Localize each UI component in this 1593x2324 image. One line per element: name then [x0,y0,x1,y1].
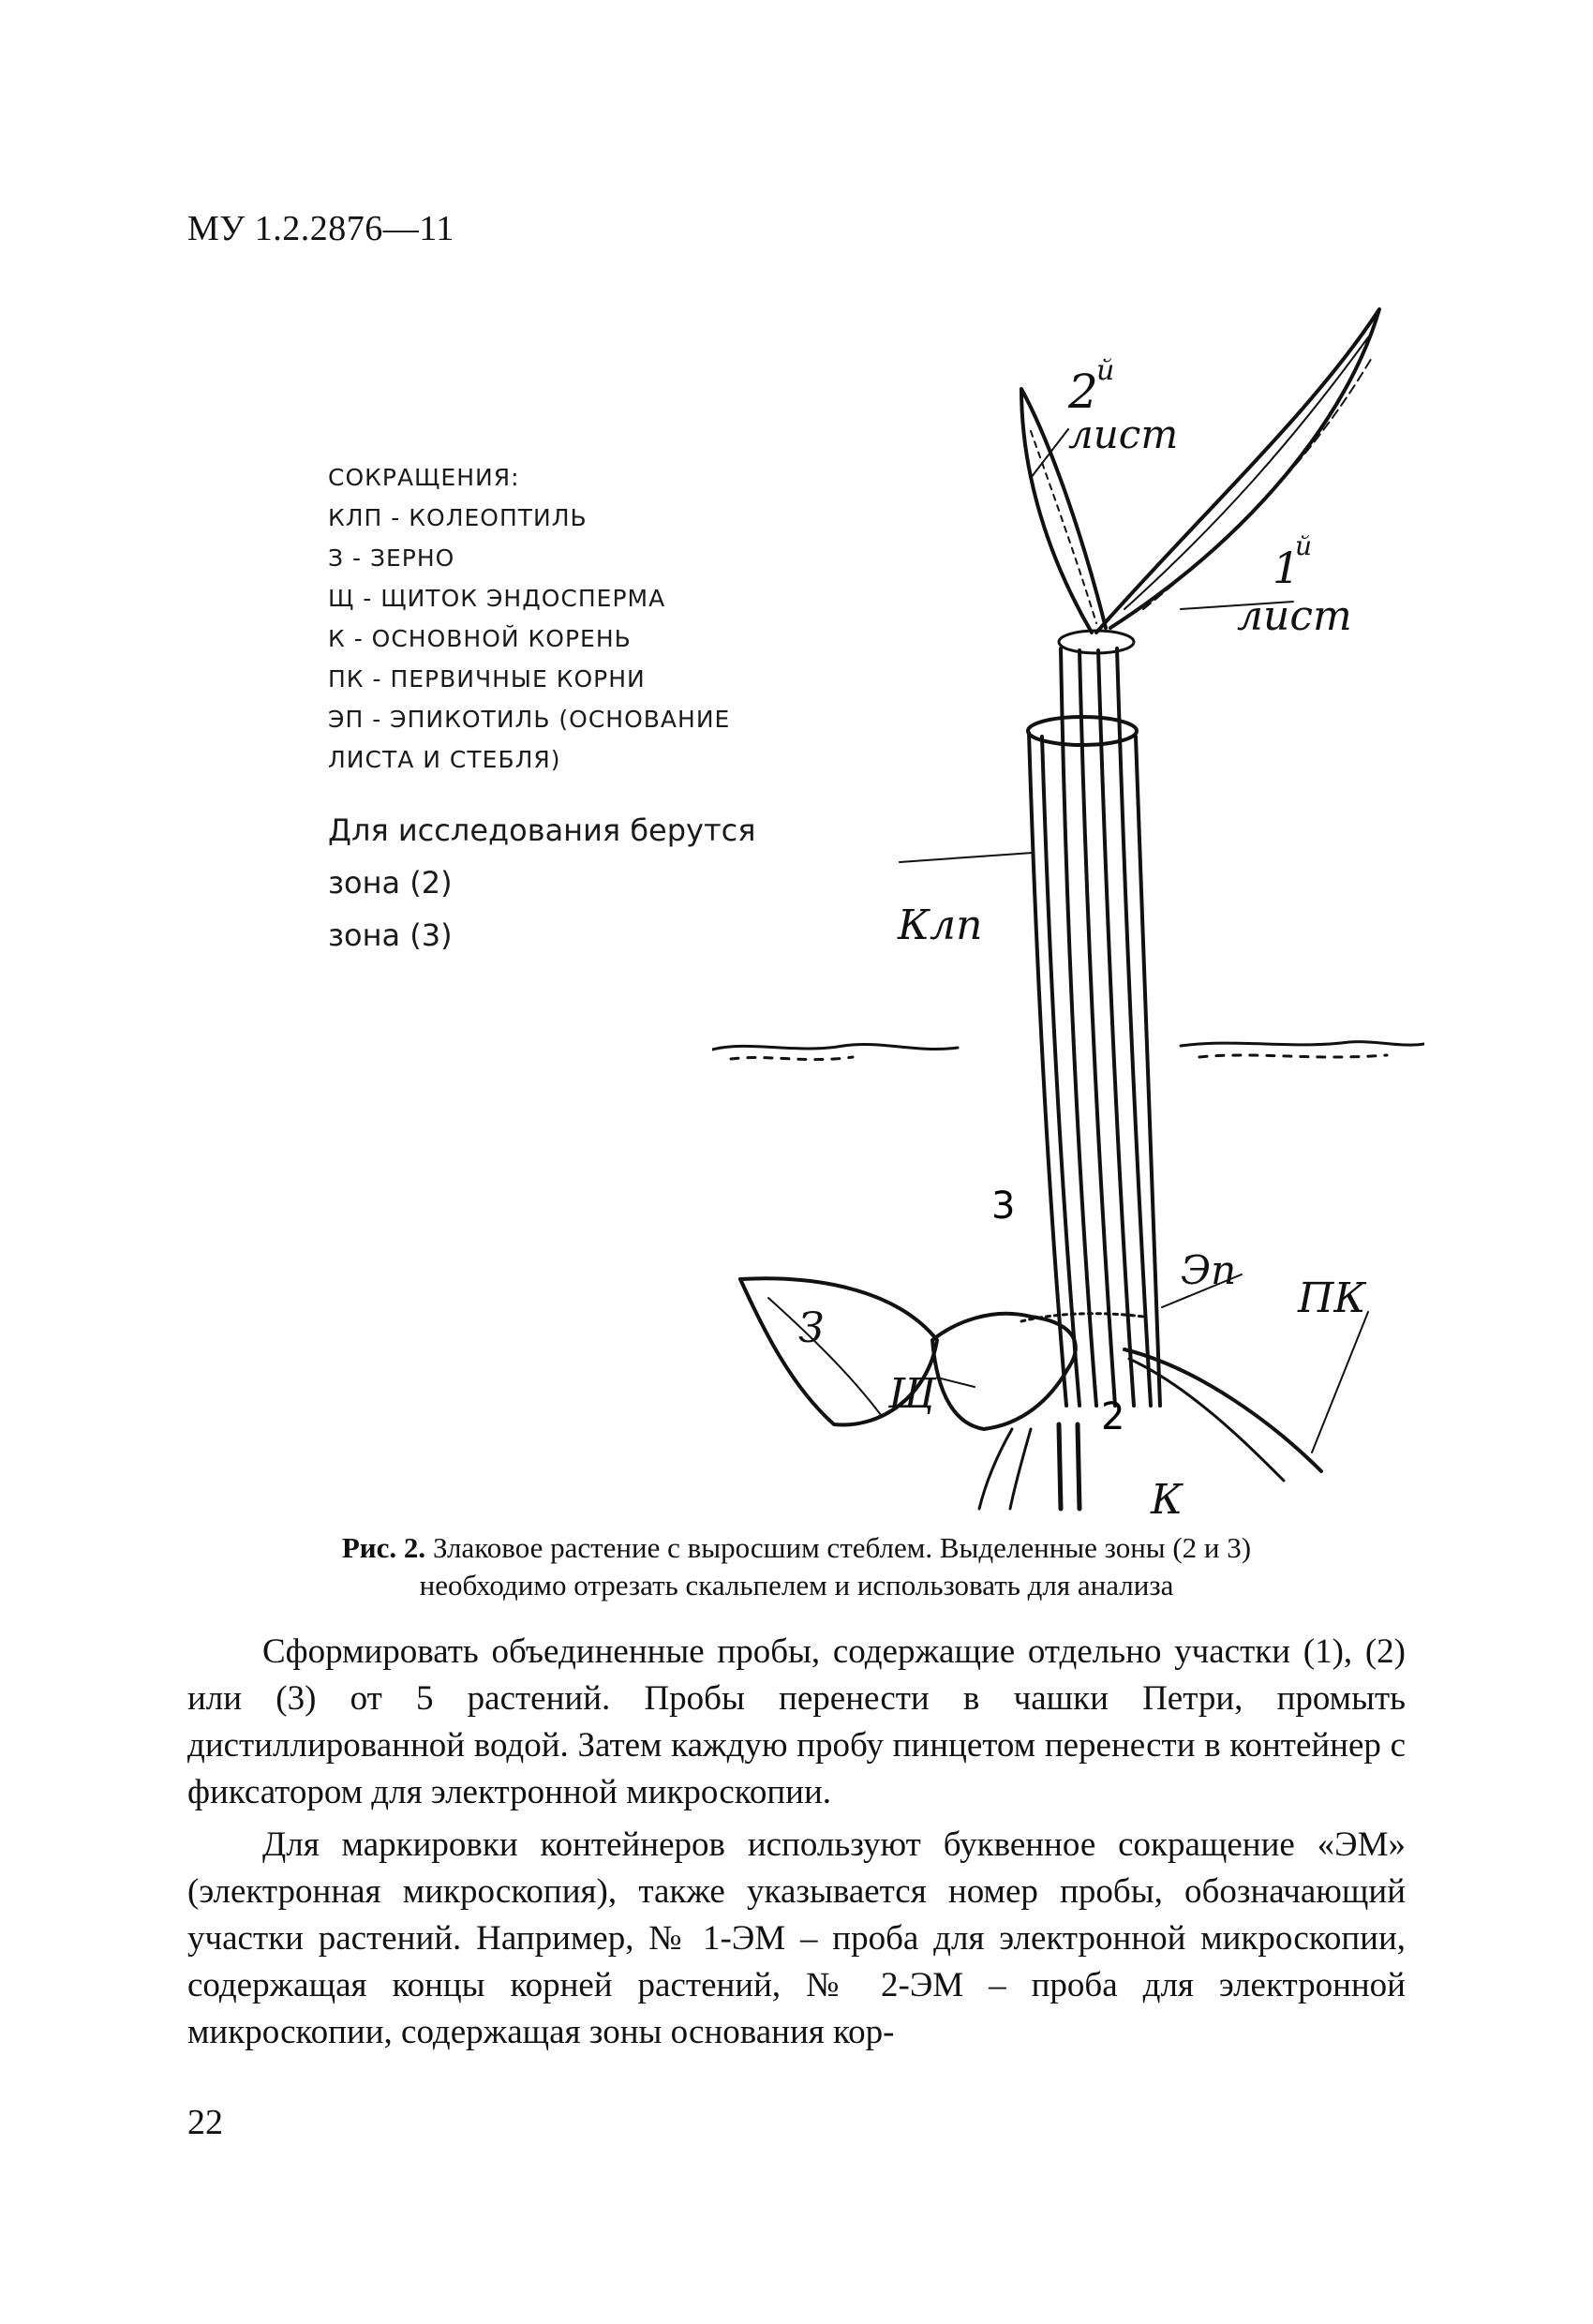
main-root [1059,1424,1079,1509]
label-zone2: 2 [1101,1395,1124,1438]
coleoptile-tube [1029,648,1160,1406]
label-leaf2-word: лист [1068,411,1178,457]
plant-figure: 2 й лист 1 й лист Клп 3 Эп ПК З Щ 2 К [712,300,1424,1518]
figure-caption: Рис. 2. Злаковое растение с выросшим сте… [187,1529,1406,1604]
legend-item-z: З - ЗЕРНО [328,538,755,578]
epicotyl [1021,1314,1143,1321]
caption-line-2: необходимо отрезать скальпелем и использ… [187,1567,1406,1604]
label-scutellum: Щ [887,1370,937,1418]
paragraph: Сформировать объединенные пробы, содержа… [187,1629,1406,1816]
legend-title: СОКРАЩЕНИЯ: [328,457,755,498]
soil-line [712,1042,1424,1060]
legend-item-ep-cont: ЛИСТА И СТЕБЛЯ) [328,739,755,780]
label-epicotyl: Эп [1181,1247,1236,1293]
document-code: МУ 1.2.2876—11 [187,208,454,249]
label-leaf1-sup: й [1295,530,1312,561]
legend-item-shch: Щ - ЩИТОК ЭНДОСПЕРМА [328,578,755,618]
first-leaf [1096,309,1379,633]
body-text: Сформировать объединенные пробы, содержа… [187,1629,1406,2062]
abbreviations-legend: СОКРАЩЕНИЯ: КЛП - КОЛЕОПТИЛЬ З - ЗЕРНО Щ… [328,457,755,961]
label-leaf1-word: лист [1237,592,1352,640]
label-primary-roots: ПК [1297,1274,1366,1322]
label-grain: З [798,1304,824,1352]
legend-item-ep: ЭП - ЭПИКОТИЛЬ (ОСНОВАНИЕ [328,699,755,739]
primary-roots [1124,1349,1321,1471]
label-main-root: К [1150,1476,1184,1518]
legend-item-klp: КЛП - КОЛЕОПТИЛЬ [328,498,755,538]
caption-text-1: Злаковое растение с выросшим стеблем. Вы… [433,1531,1251,1564]
study-zone-2: зона (2) [328,857,755,909]
study-title: Для исследования берутся [328,804,755,857]
paragraph: Для маркировки контейнеров используют бу… [187,1822,1406,2056]
label-zone3: 3 [991,1184,1015,1228]
scutellum [932,1314,1076,1429]
label-leaf2-sup: й [1096,354,1114,387]
study-zone-3: зона (3) [328,909,755,961]
caption-label: Рис. 2. [342,1531,425,1564]
label-coleoptile: Клп [897,901,982,949]
caption-line-1: Рис. 2. Злаковое растение с выросшим сте… [187,1529,1406,1567]
legend-item-pk: ПК - ПЕРВИЧНЫЕ КОРНИ [328,659,755,699]
page-number: 22 [187,2102,223,2143]
legend-item-k: К - ОСНОВНОЙ КОРЕНЬ [328,618,755,659]
study-note: Для исследования берутся зона (2) зона (… [328,804,755,961]
